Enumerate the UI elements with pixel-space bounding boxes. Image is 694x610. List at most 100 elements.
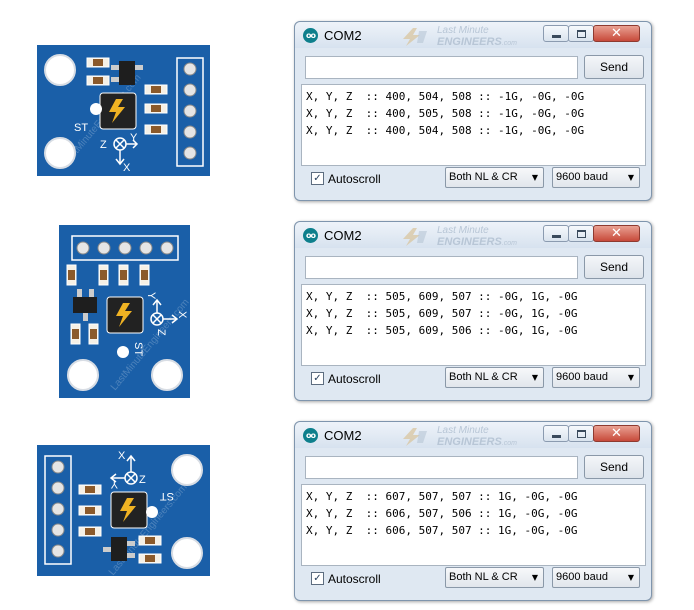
header-pin <box>51 502 65 516</box>
line-ending-select[interactable]: Both NL & CR▼ <box>445 367 544 388</box>
lightning-logo-icon <box>403 228 427 246</box>
send-button[interactable]: Send <box>584 455 644 479</box>
baud-rate-select[interactable]: 9600 baud▼ <box>552 367 640 388</box>
send-button[interactable]: Send <box>584 255 644 279</box>
line-ending-select[interactable]: Both NL & CR▼ <box>445 167 544 188</box>
autoscroll-checkbox[interactable]: ✓ <box>311 572 324 585</box>
watermark-line-1: Last Minute <box>437 225 489 236</box>
st-label: ST <box>160 490 174 502</box>
chevron-down-icon: ▼ <box>627 573 634 582</box>
autoscroll-checkbox[interactable]: ✓ <box>311 372 324 385</box>
header-pin <box>51 544 65 558</box>
test-pad <box>117 346 129 358</box>
chip-logo <box>109 99 125 123</box>
mounting-hole <box>67 359 99 391</box>
baud-rate-select[interactable]: 9600 baud ▼ <box>552 567 640 588</box>
st-label: ST <box>132 342 144 356</box>
header-pin <box>118 241 132 255</box>
mounting-hole <box>151 359 183 391</box>
output-line: X, Y, Z :: 505, 609, 507 :: -0G, 1G, -0G <box>306 290 578 303</box>
send-input[interactable] <box>305 456 578 479</box>
title-bar[interactable]: oo COM2 Last Minute ENGINEERS.com ✕ <box>295 222 651 248</box>
line-ending-value: Both NL & CR <box>449 571 518 583</box>
title-bar[interactable]: oo COM2 Last Minute ENGINEERS.com ✕ <box>295 422 651 448</box>
watermark-suffix: .com <box>501 40 517 47</box>
pin-header <box>176 57 204 167</box>
accelerometer-board-3: LastMinuteEngineers.com ST <box>37 445 210 576</box>
send-button[interactable]: Send <box>584 55 644 79</box>
minimize-button[interactable] <box>543 25 569 42</box>
baud-rate-value: 9600 baud <box>556 571 608 583</box>
arduino-icon: oo <box>303 428 318 443</box>
serial-output[interactable]: X, Y, Z :: 505, 609, 507 :: -0G, 1G, -0G… <box>301 284 646 366</box>
maximize-icon <box>577 430 586 438</box>
chip-logo <box>116 303 132 327</box>
output-line: X, Y, Z :: 400, 504, 508 :: -1G, -0G, -0… <box>306 124 585 137</box>
baud-rate-select[interactable]: 9600 baud▼ <box>552 167 640 188</box>
serial-output[interactable]: X, Y, Z :: 607, 507, 507 :: 1G, -0G, -0G… <box>301 484 646 566</box>
watermark-brand: ENGINEERS <box>437 236 502 248</box>
autoscroll-label: Autoscroll <box>328 172 381 186</box>
mounting-hole <box>171 454 203 486</box>
header-pin <box>183 104 197 118</box>
board-1-drawing: LastMinuteEngineers.com ST <box>44 54 204 174</box>
lightning-logo-icon <box>403 28 427 46</box>
header-pin <box>183 146 197 160</box>
serial-monitor-window-3: oo COM2 Last Minute ENGINEERS.com ✕ Send… <box>294 421 652 601</box>
accelerometer-board-2: LastMinuteEngineers.com ST X <box>59 225 190 398</box>
board-3-drawing: LastMinuteEngineers.com ST <box>44 450 203 576</box>
line-ending-select[interactable]: Both NL & CR ▼ <box>445 567 544 588</box>
mounting-hole <box>44 137 76 169</box>
autoscroll-checkbox[interactable]: ✓ <box>311 172 324 185</box>
header-pin <box>183 62 197 76</box>
watermark-line-2: ENGINEERS.com <box>437 436 517 448</box>
window-title: COM2 <box>324 228 362 243</box>
pin-header <box>71 235 179 261</box>
transistor <box>119 61 135 85</box>
output-line: X, Y, Z :: 505, 609, 506 :: -0G, 1G, -0G <box>306 324 578 337</box>
header-pin <box>183 125 197 139</box>
autoscroll-label: Autoscroll <box>328 572 381 586</box>
baud-rate-value: 9600 baud <box>556 171 608 183</box>
maximize-icon <box>577 30 586 38</box>
maximize-button[interactable] <box>568 25 594 42</box>
header-pin <box>51 460 65 474</box>
serial-monitor-window-1: oo COM2 Last Minute ENGINEERS.com ✕ Send… <box>294 21 652 201</box>
transistor <box>111 537 127 561</box>
watermark-logo: Last Minute ENGINEERS.com <box>399 424 529 448</box>
test-pad <box>90 103 102 115</box>
minimize-icon <box>552 235 561 238</box>
maximize-button[interactable] <box>568 425 594 442</box>
output-line: X, Y, Z :: 505, 609, 507 :: -0G, 1G, -0G <box>306 307 578 320</box>
close-icon: ✕ <box>611 26 622 41</box>
serial-output[interactable]: X, Y, Z :: 400, 504, 508 :: -1G, -0G, -0… <box>301 84 646 166</box>
lightning-logo-icon <box>403 428 427 446</box>
autoscroll-label: Autoscroll <box>328 372 381 386</box>
minimize-button[interactable] <box>543 425 569 442</box>
minimize-button[interactable] <box>543 225 569 242</box>
output-line: X, Y, Z :: 607, 507, 507 :: 1G, -0G, -0G <box>306 490 578 503</box>
chevron-down-icon: ▼ <box>531 573 538 582</box>
watermark-brand: ENGINEERS <box>437 36 502 48</box>
transistor <box>73 297 97 313</box>
x-axis-label: X <box>176 311 188 319</box>
y-axis-label: Y <box>145 292 157 300</box>
arduino-icon: oo <box>303 28 318 43</box>
header-pin <box>160 241 174 255</box>
title-bar[interactable]: oo COM2 Last Minute ENGINEERS.com ✕ <box>295 22 651 48</box>
close-button[interactable]: ✕ <box>593 225 640 242</box>
send-input[interactable] <box>305 256 578 279</box>
z-axis-label: Z <box>155 329 167 336</box>
close-button[interactable]: ✕ <box>593 25 640 42</box>
close-icon: ✕ <box>611 426 622 441</box>
baud-rate-value: 9600 baud <box>556 371 608 383</box>
minimize-icon <box>552 435 561 438</box>
close-icon: ✕ <box>611 226 622 241</box>
y-axis-label: Y <box>130 132 138 144</box>
close-button[interactable]: ✕ <box>593 425 640 442</box>
header-pin <box>76 241 90 255</box>
st-label: ST <box>74 122 88 134</box>
arduino-icon: oo <box>303 228 318 243</box>
maximize-button[interactable] <box>568 225 594 242</box>
send-input[interactable] <box>305 56 578 79</box>
